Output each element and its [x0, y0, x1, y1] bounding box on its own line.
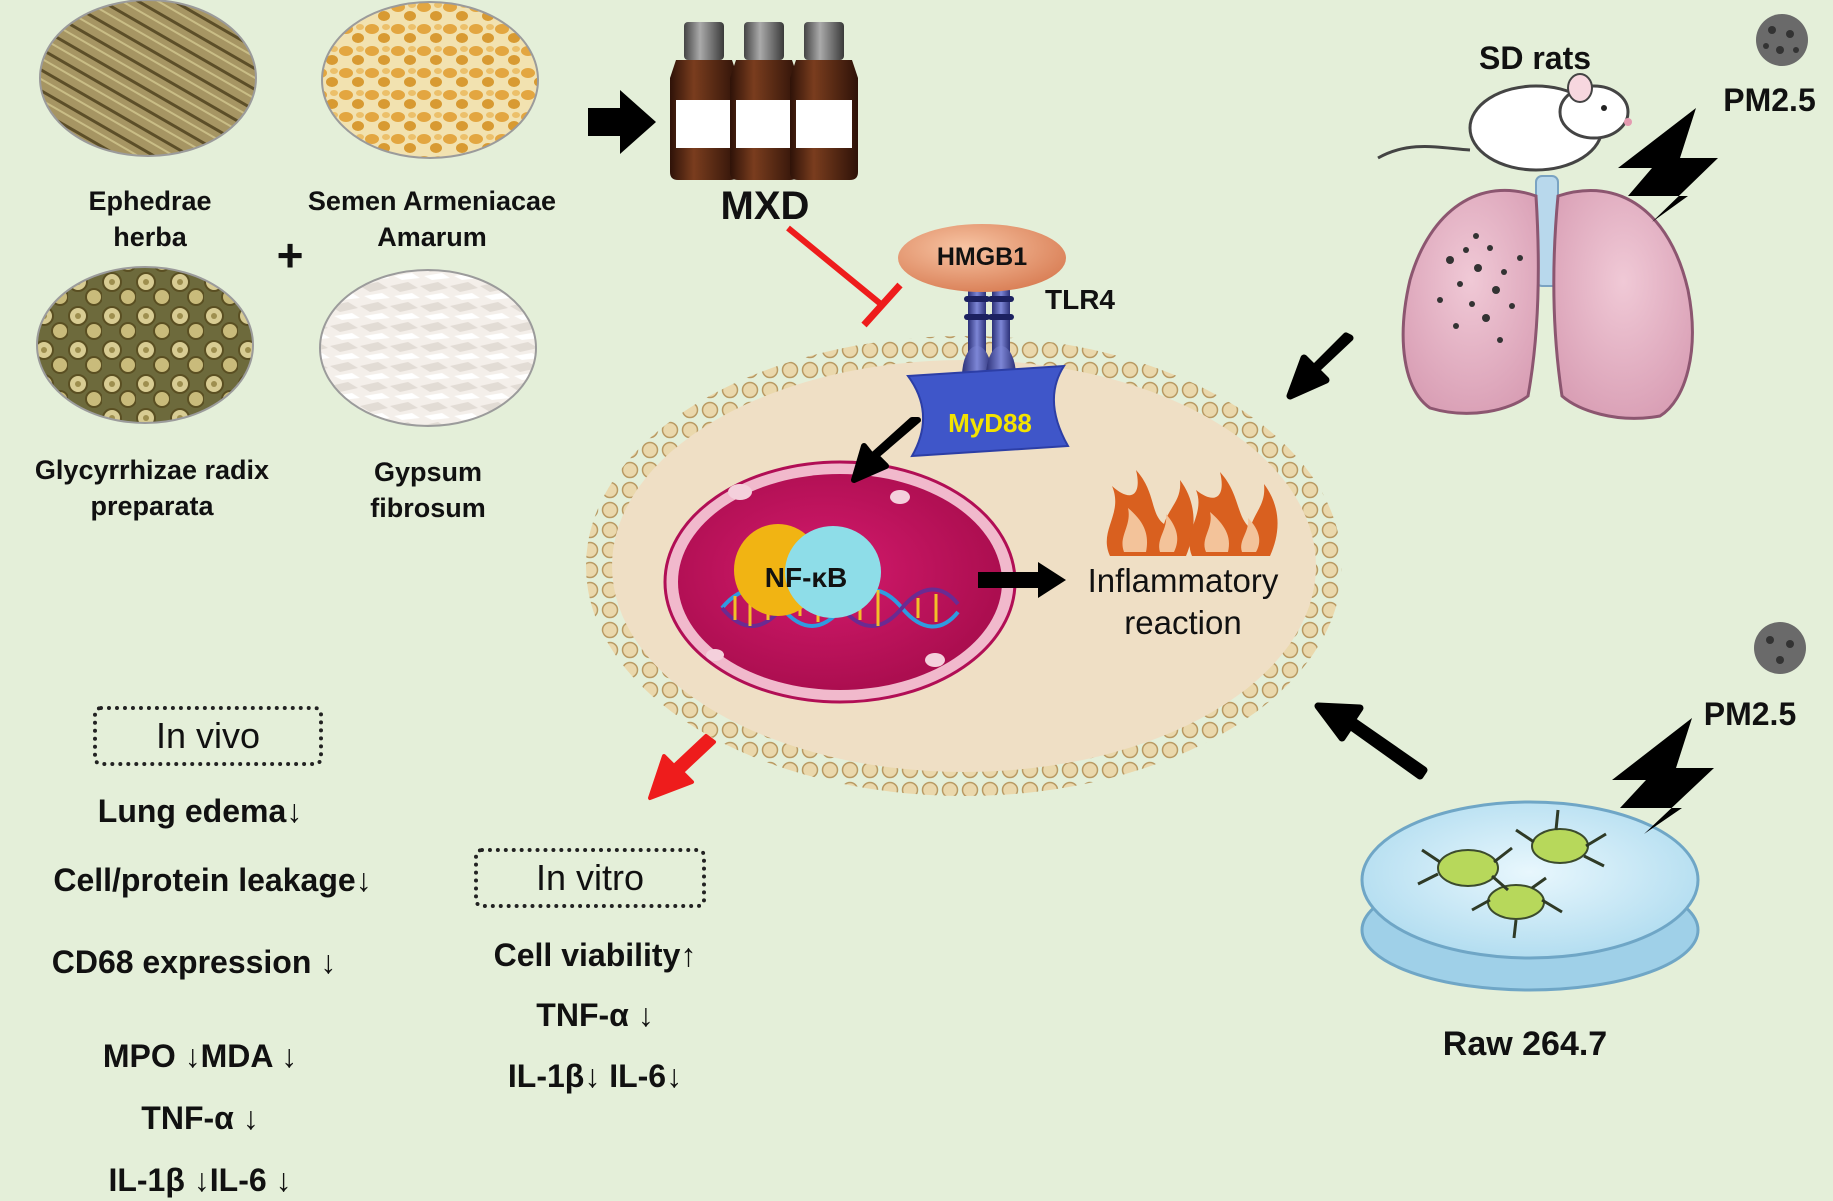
plus-sign: + — [276, 229, 304, 281]
in-vitro-result: TNF-α ↓ — [536, 997, 654, 1033]
myd88-to-nucleus-arrow — [851, 417, 921, 483]
cell-model-label: Raw 264.7 — [1442, 1025, 1608, 1063]
myd88-adaptor — [906, 364, 1070, 458]
herb-label: Glycyrrhizae radix preparata — [2, 452, 302, 524]
cell-culture-dish — [1360, 800, 1700, 992]
adaptor-label: MyD88 — [948, 408, 1032, 438]
pm25-lightning-icon — [1618, 108, 1718, 222]
hmgb1-ligand — [898, 224, 1066, 292]
in-vitro-title: In vitro — [474, 848, 706, 908]
pm25-particle-icon — [1756, 14, 1808, 66]
outcome-label-line2: reaction — [1124, 604, 1242, 641]
herb-label-line2: preparata — [90, 491, 214, 521]
transcription-factor-label: NF-κB — [764, 562, 848, 593]
rats-to-cell-arrow — [1286, 332, 1354, 400]
receptor-label: TLR4 — [1045, 284, 1115, 315]
glycyrrhizae-radix-image — [36, 266, 254, 424]
bottle — [730, 22, 798, 180]
nf-kb-to-inflammation-arrow — [978, 562, 1066, 598]
nuclear-pore — [728, 484, 752, 500]
in-vivo-result: TNF-α ↓ — [141, 1100, 259, 1136]
pm25-lightning-icon — [1612, 718, 1714, 834]
herb-label-line2: Amarum — [377, 222, 487, 252]
in-vivo-result: Cell/protein leakage↓ — [53, 862, 372, 898]
herbs-to-mxd-arrow — [588, 90, 656, 154]
herb-label: Ephedrae herba — [0, 183, 300, 255]
rat-illustration — [1377, 73, 1632, 172]
in-vivo-result: Lung edema↓ — [97, 793, 303, 829]
herb-label-line1: Glycyrrhizae radix — [34, 455, 270, 485]
nuclear-pore — [706, 649, 724, 661]
ephedrae-herba-image — [39, 0, 257, 157]
in-vivo-title: In vivo — [93, 706, 323, 766]
nuclear-pore — [890, 490, 910, 504]
pm25-label: PM2.5 — [1723, 82, 1816, 118]
herb-label: Semen Armeniacae Amarum — [282, 183, 582, 255]
nuclear-pore — [925, 653, 945, 667]
cell-to-results-arrow — [648, 734, 716, 800]
bottle — [670, 22, 738, 180]
mxd-inhibition-bar — [861, 282, 903, 328]
outcome-label: Inflammatory reaction — [1058, 560, 1308, 644]
outcome-label-line1: Inflammatory — [1087, 562, 1279, 599]
pm25-label: PM2.5 — [1703, 696, 1797, 732]
herb-label-line1: Semen Armeniacae — [307, 186, 557, 216]
semen-armeniacae-image — [321, 1, 539, 159]
mxd-inhibition-line — [786, 225, 884, 308]
herb-label-line2: fibrosum — [370, 493, 486, 523]
in-vitro-result: IL-1β↓ IL-6↓ — [507, 1058, 683, 1094]
bottle — [790, 22, 858, 180]
gypsum-fibrosum-image — [319, 269, 537, 427]
mxd-bottles — [670, 22, 858, 180]
lungs-illustration — [1401, 175, 1694, 420]
inflammation-flame-inner — [1122, 508, 1260, 552]
in-vitro-result: Cell viability↑ — [493, 937, 697, 973]
animal-model-label: SD rats — [1478, 40, 1592, 76]
in-vivo-result: CD68 expression ↓ — [51, 944, 337, 980]
drug-label: MXD — [720, 184, 810, 228]
dish-to-cell-arrow — [1314, 702, 1428, 780]
nf-kb-subunit-p50 — [785, 526, 881, 618]
herb-label-line2: herba — [113, 222, 187, 252]
in-vivo-result: IL-1β ↓IL-6 ↓ — [108, 1162, 292, 1198]
ligand-label: HMGB1 — [936, 243, 1028, 271]
herb-label-line1: Gypsum — [373, 457, 483, 487]
in-vivo-result: MPO ↓MDA ↓ — [102, 1038, 298, 1074]
pm25-particle-icon — [1754, 622, 1806, 674]
herb-label: Gypsum fibrosum — [278, 454, 578, 526]
herb-label-line1: Ephedrae — [88, 186, 212, 216]
